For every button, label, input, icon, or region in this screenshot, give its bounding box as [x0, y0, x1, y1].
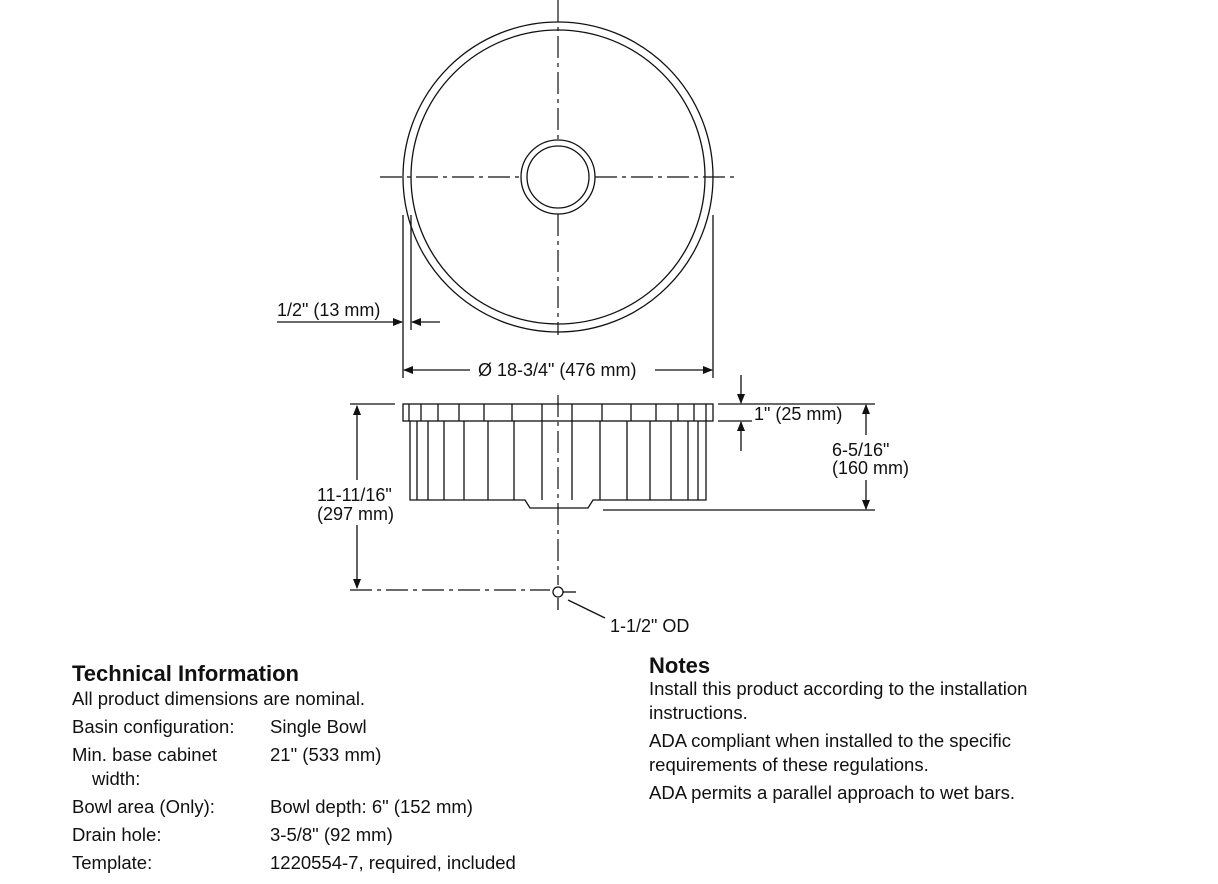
- rim-height-label: 1" (25 mm): [754, 404, 842, 424]
- drain-inner: [526, 145, 590, 209]
- sink-dimension-drawing: 1/2" (13 mm) Ø 18-3/4" (476 mm) 1" (25 m…: [277, 0, 909, 636]
- note-line: ADA permits a parallel approach to wet b…: [649, 782, 1016, 803]
- spec-label: Drain hole:: [72, 824, 162, 845]
- spec-label: Template:: [72, 852, 153, 873]
- note-line: Install this product according to the in…: [649, 678, 1028, 699]
- note-line: instructions.: [649, 702, 748, 723]
- bowl-depth-label: 6-5/16": [832, 440, 889, 460]
- note-line: requirements of these regulations.: [649, 754, 929, 775]
- spec-label-cont: width:: [92, 768, 141, 789]
- diameter-label: Ø 18-3/4" (476 mm): [478, 360, 636, 380]
- spec-value: 3-5/8" (92 mm): [270, 824, 393, 845]
- note-line: ADA compliant when installed to the spec…: [649, 730, 1011, 751]
- side-view: 1" (25 mm) 6-5/16" (160 mm) 11-11/16" (2…: [317, 375, 909, 636]
- technical-info-title: Technical Information: [72, 661, 299, 686]
- spec-value: 1220554-7, required, included: [270, 852, 516, 873]
- overall-height-mm-label: (297 mm): [317, 504, 394, 524]
- bowl-depth-mm-label: (160 mm): [832, 458, 909, 478]
- drain-outlet: [552, 586, 564, 598]
- overall-height-label: 11-11/16": [317, 485, 392, 505]
- spec-value: Single Bowl: [270, 716, 367, 737]
- spec-value: Bowl depth: 6" (152 mm): [270, 796, 473, 817]
- spec-label: Min. base cabinet: [72, 744, 218, 765]
- technical-intro: All product dimensions are nominal.: [72, 688, 366, 709]
- notes-title: Notes: [649, 653, 711, 678]
- rim-offset-label: 1/2" (13 mm): [277, 300, 380, 320]
- drain-od-label: 1-1/2" OD: [610, 616, 689, 636]
- spec-value: 21" (533 mm): [270, 744, 382, 765]
- spec-label: Basin configuration:: [72, 716, 235, 737]
- spec-label: Bowl area (Only):: [72, 796, 215, 817]
- drain-outer: [520, 139, 596, 215]
- top-view: 1/2" (13 mm) Ø 18-3/4" (476 mm): [277, 0, 735, 380]
